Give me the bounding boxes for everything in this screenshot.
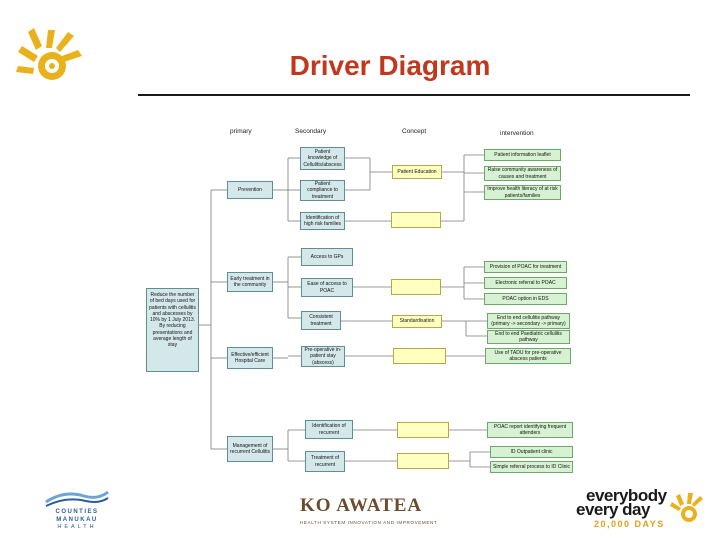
intervention-community-awareness: Raise community awareness of causes and … xyxy=(484,166,561,181)
intervention-electronic-referral: Electronic referral to POAC xyxy=(484,277,567,289)
concept-standardisation: Standardisation xyxy=(392,315,442,328)
secondary-driver-preop-stay: Pre-operative in-patient stay (abscess) xyxy=(301,346,345,367)
counties-manukau-health-text: HEALTH xyxy=(57,524,97,530)
concept-box-empty xyxy=(391,279,441,295)
secondary-driver-identify-recurrent: Identification of recurrent xyxy=(305,420,353,439)
concept-box-empty xyxy=(397,453,449,469)
concept-box-empty xyxy=(391,212,441,228)
intervention-health-literacy: Improve health literacy of at risk patie… xyxy=(484,185,561,200)
intervention-cellulitis-pathway: End to end cellulitis pathway (primary -… xyxy=(487,313,570,329)
page-title: Driver Diagram xyxy=(289,50,491,81)
header-secondary: Secondary xyxy=(295,128,327,135)
primary-driver-hospital-care: Effective/efficient Hospital Care xyxy=(227,347,273,369)
primary-driver-prevention: Prevention xyxy=(227,181,273,199)
counties-manukau-wave-icon xyxy=(45,490,109,507)
small-sun-icon xyxy=(670,493,703,522)
twenty-thousand-days-text: 20,000 DAYS xyxy=(594,519,665,529)
everybody-logo-text: everybody xyxy=(586,486,667,505)
primary-driver-recurrent: Management of recurrent Cellulitis xyxy=(227,436,273,462)
secondary-driver-knowledge: Patient knowledge of Cellulitis/abscess xyxy=(300,147,345,170)
secondary-driver-consistent-treatment: Consistent treatment xyxy=(301,311,341,330)
concept-patient-education: Patient Education xyxy=(392,165,442,179)
header-primary: primary xyxy=(230,128,252,135)
intervention-id-referral: Simple referral process to ID Clinic xyxy=(490,461,573,473)
ko-awatea-tagline: HEALTH SYSTEM INNOVATION AND IMPROVEMENT xyxy=(300,520,438,525)
intervention-leaflet: Patient information leaflet xyxy=(484,149,561,161)
header-concept: Concept xyxy=(402,128,427,135)
secondary-driver-ease-poac: Ease of access to POAC xyxy=(301,278,353,297)
every-day-logo-text: every day xyxy=(576,500,650,519)
intervention-tadu: Use of TADU for pre-operative abscess pa… xyxy=(485,348,571,364)
intervention-poac-report: POAC report identifying frequent attende… xyxy=(487,422,573,438)
sun-logo-icon xyxy=(16,28,82,80)
intervention-paediatric-pathway: End to end Paediatric cellulitis pathway xyxy=(487,330,570,344)
header-intervention: intervention xyxy=(500,130,534,137)
intervention-poac-provision: Provision of POAC for treatment xyxy=(484,261,567,273)
aim-box: Reduce the number of bed days used for p… xyxy=(146,288,199,372)
primary-driver-early-treatment: Early treatment in the community xyxy=(227,272,273,292)
secondary-driver-compliance: Patient compliance to treatment xyxy=(300,180,345,201)
ko-awatea-logo-text: KO AWATEA xyxy=(300,495,423,516)
intervention-id-clinic: ID Outpatient clinic xyxy=(490,446,573,458)
secondary-driver-treat-recurrent: Treatment of recurrent xyxy=(305,451,345,472)
title-divider xyxy=(138,94,690,96)
secondary-driver-access-gps: Access to GPs xyxy=(301,248,353,266)
intervention-poac-eds: POAC option in EDS xyxy=(484,293,567,305)
secondary-driver-high-risk: Identification of high risk families xyxy=(300,212,345,230)
concept-box-empty xyxy=(397,422,449,438)
counties-manukau-logo-text: COUNTIES MANUKAU xyxy=(55,509,99,523)
concept-box-empty xyxy=(393,348,446,364)
